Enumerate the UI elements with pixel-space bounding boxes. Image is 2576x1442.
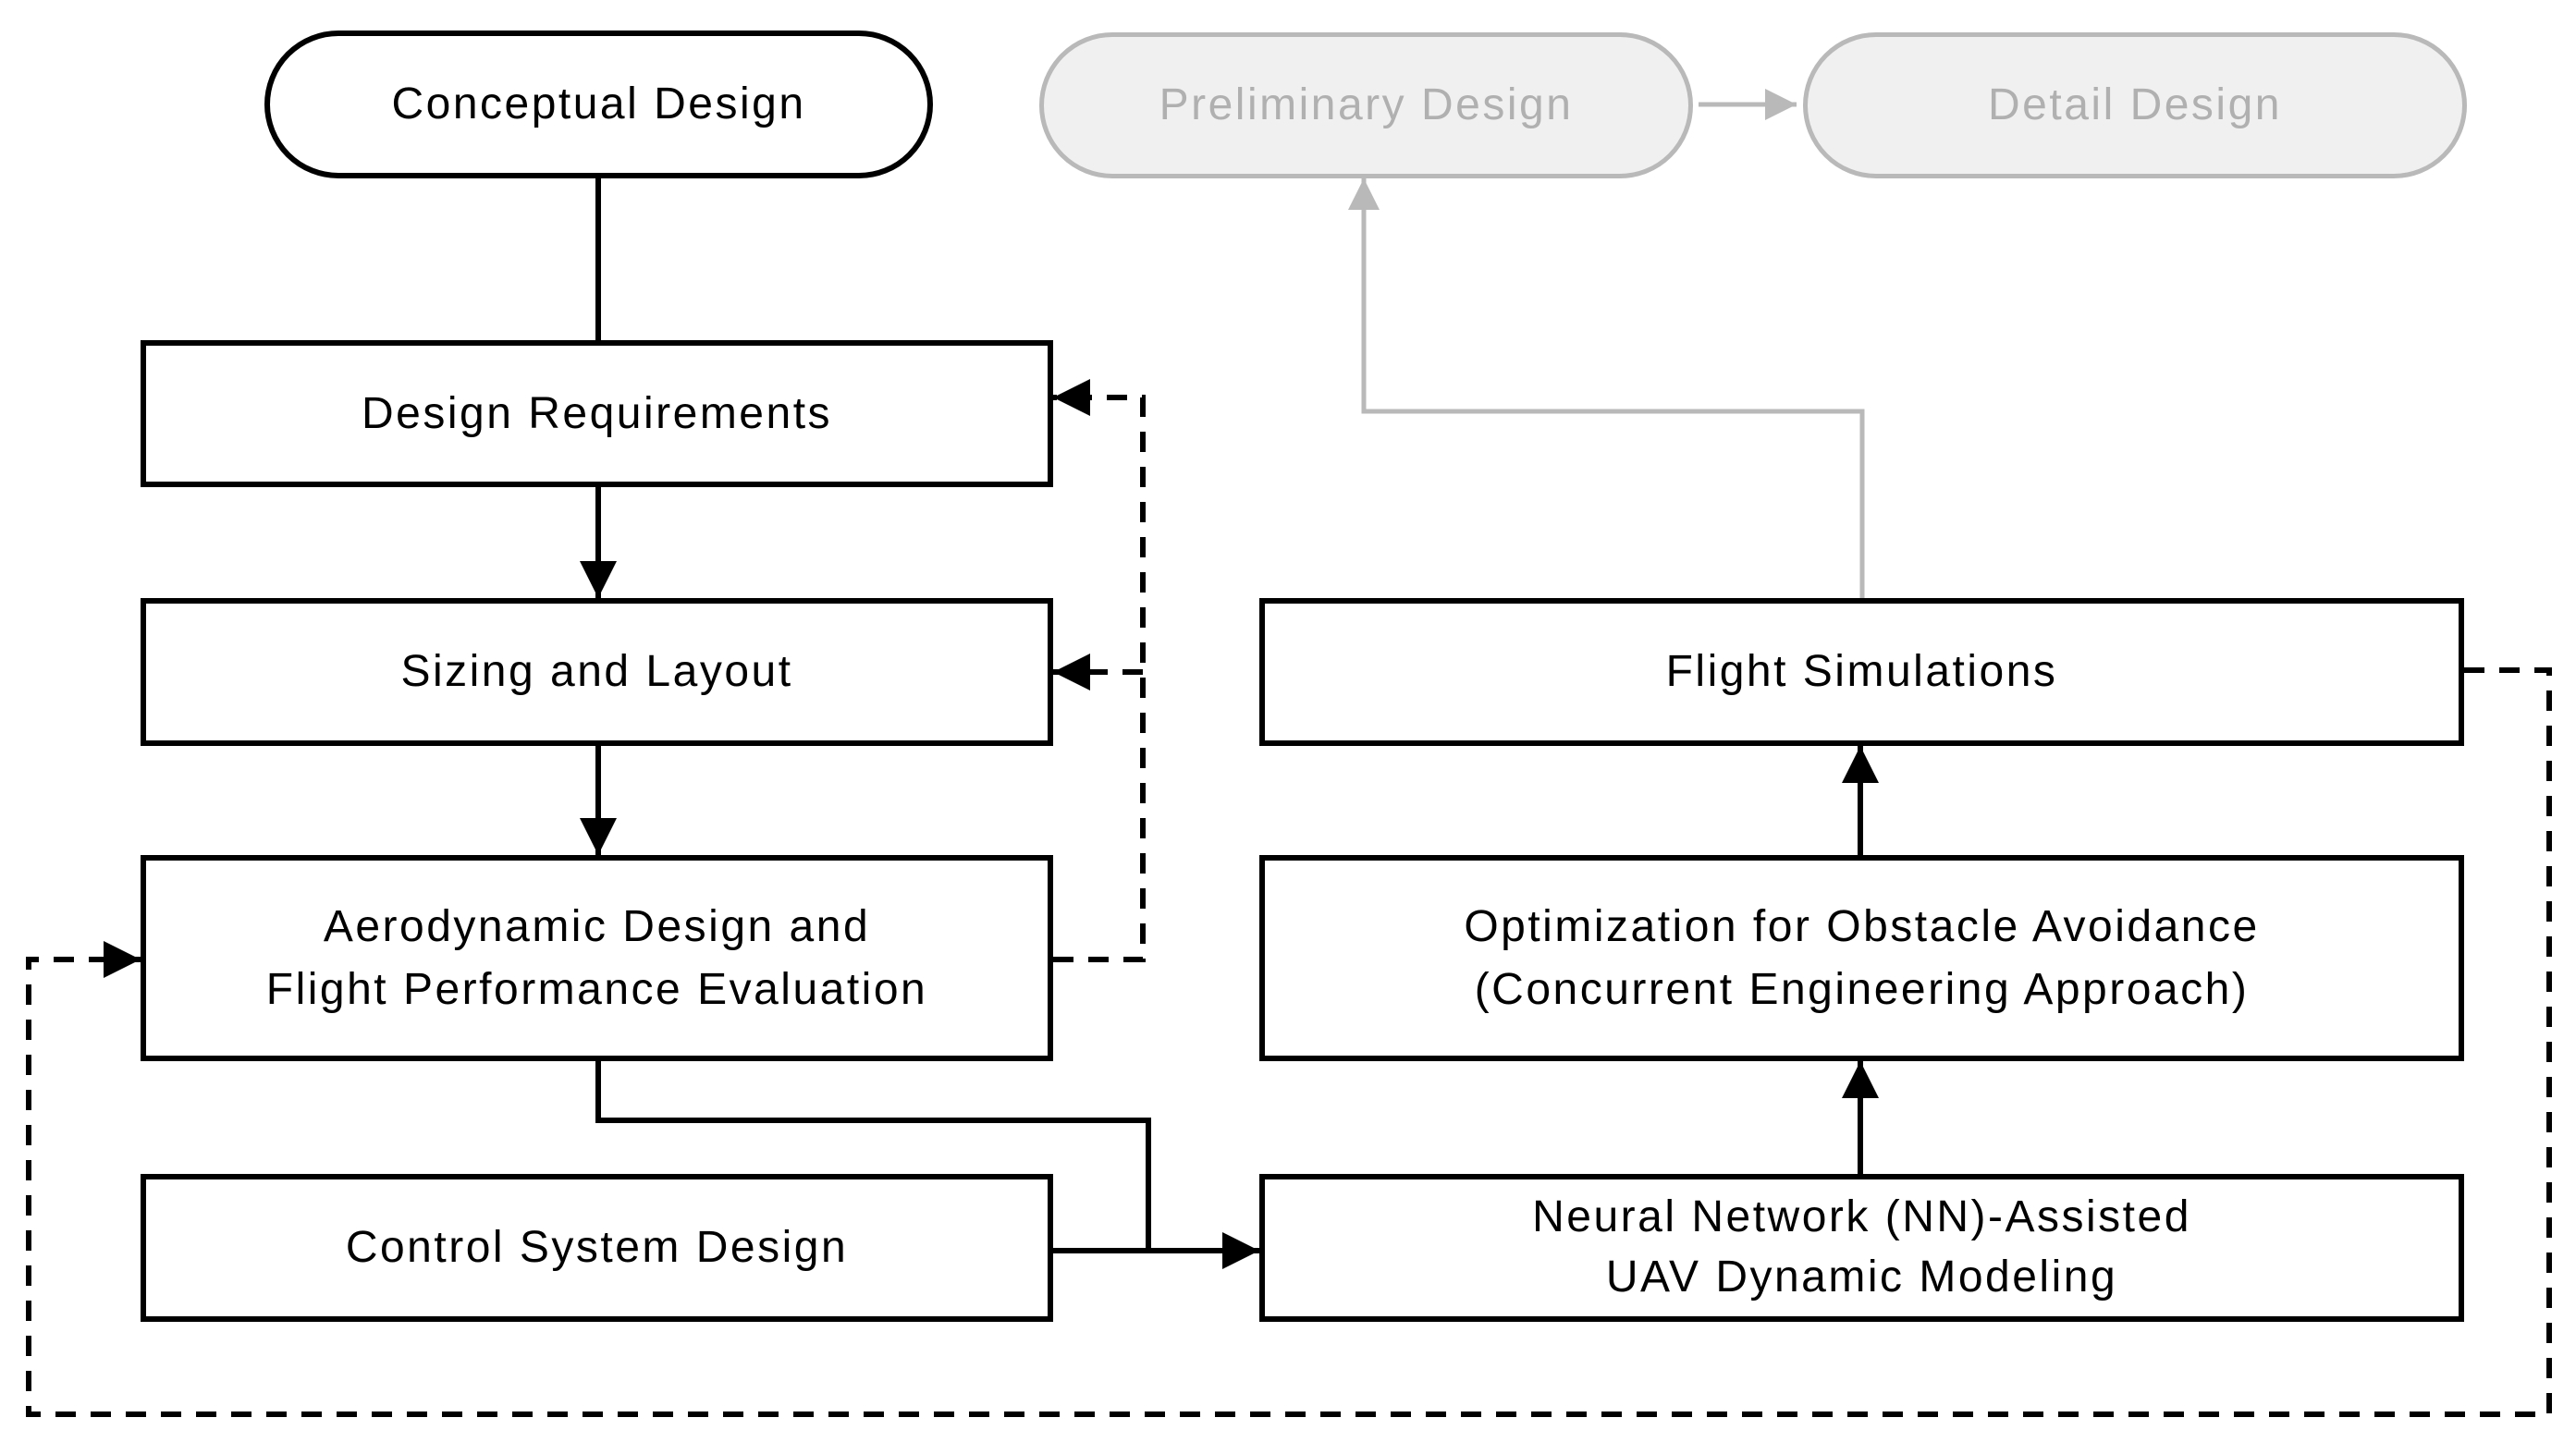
node-label: Preliminary Design	[1159, 80, 1574, 130]
node-label-line2: UAV Dynamic Modeling	[1605, 1253, 2118, 1301]
node-nn-uav-dynamic-modeling: Neural Network (NN)-Assisted UAV Dynamic…	[1259, 1174, 2464, 1322]
node-label-line1: Neural Network (NN)-Assisted	[1532, 1192, 2191, 1242]
node-control-system-design: Control System Design	[141, 1174, 1053, 1322]
node-sizing-and-layout: Sizing and Layout	[141, 598, 1053, 746]
node-label: Conceptual Design	[391, 79, 806, 129]
node-flight-simulations: Flight Simulations	[1259, 598, 2464, 746]
node-label: Flight Simulations	[1665, 647, 2058, 697]
node-detail-design: Detail Design	[1803, 32, 2467, 178]
dashed-feedback-flightsim-to-aero	[26, 667, 2552, 1417]
node-label: Detail Design	[1988, 80, 2282, 130]
node-conceptual-design: Conceptual Design	[264, 31, 933, 178]
node-label-line2: Flight Performance Evaluation	[265, 964, 928, 1014]
node-aerodynamic-design: Aerodynamic Design and Flight Performanc…	[141, 855, 1053, 1061]
node-label: Design Requirements	[361, 388, 833, 438]
gray-arrow-flightsim-to-preliminary	[1348, 178, 1865, 598]
dashed-feedback-aero-to-requirements	[1053, 379, 1146, 962]
node-label: Sizing and Layout	[400, 647, 793, 697]
node-label-line2: (Concurrent Engineering Approach)	[1474, 964, 2250, 1014]
node-design-requirements: Design Requirements	[141, 340, 1053, 487]
node-label-line1: Aerodynamic Design and	[323, 902, 871, 952]
line-aero-to-nn-junction	[595, 1061, 1151, 1251]
node-preliminary-design: Preliminary Design	[1039, 32, 1693, 178]
node-label-line1: Optimization for Obstacle Avoidance	[1464, 902, 2260, 952]
node-label: Control System Design	[345, 1223, 849, 1273]
node-optimization-obstacle-avoidance: Optimization for Obstacle Avoidance (Con…	[1259, 855, 2464, 1061]
